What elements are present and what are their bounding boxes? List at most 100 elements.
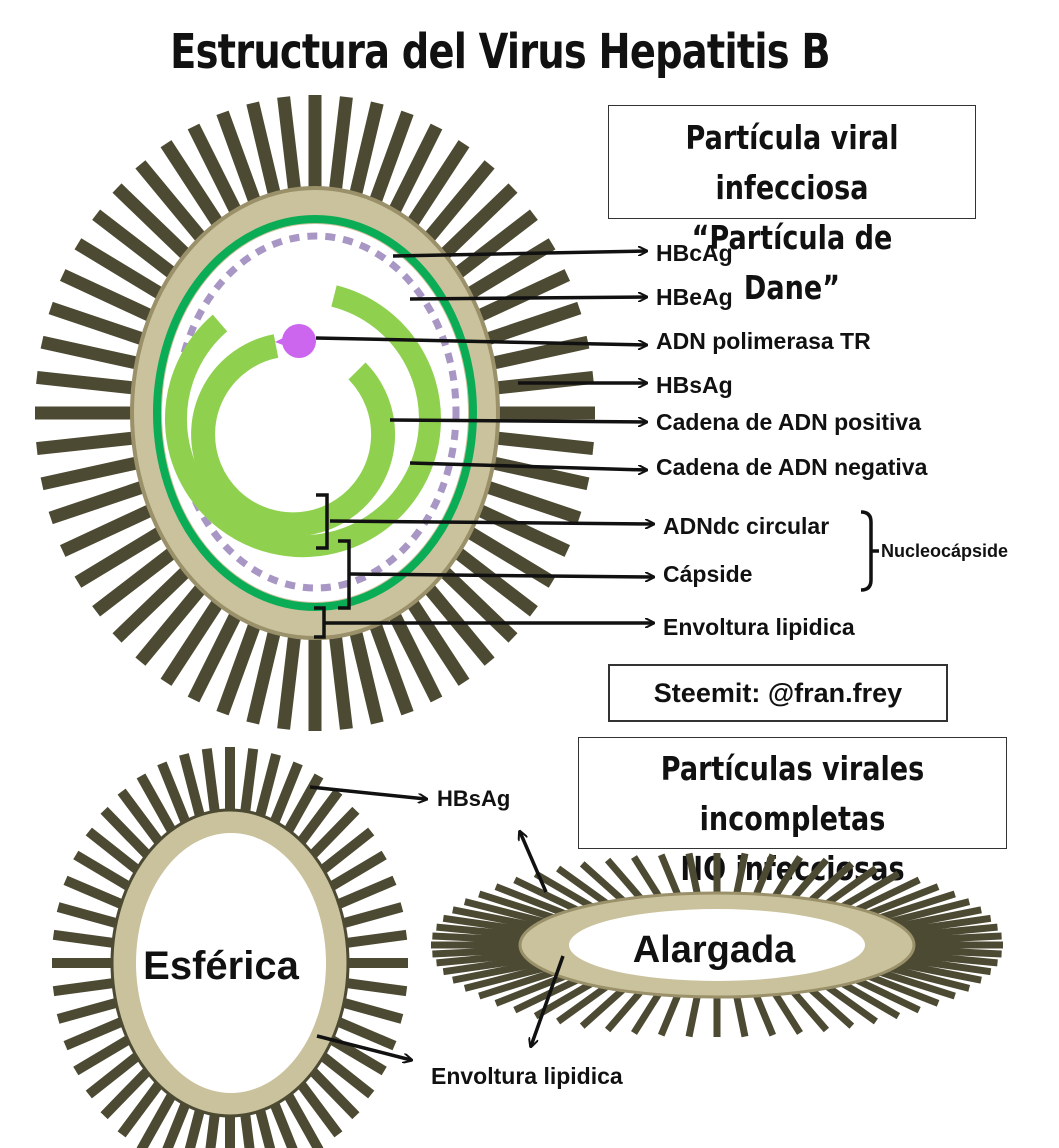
hbsag-spike — [430, 183, 518, 268]
credit-text: Steemit: @fran.frey — [653, 678, 903, 708]
elongated-spikes — [431, 852, 1003, 1038]
hbsag-spike — [463, 898, 551, 927]
hbsag-spike — [891, 906, 982, 931]
hbsag-spike — [604, 985, 647, 1033]
hbsag-spike — [59, 499, 165, 557]
dane-box-line1: Partícula viral infecciosa — [685, 118, 899, 207]
hbsag-spike — [36, 430, 147, 456]
dna-negative-strand — [164, 285, 441, 558]
hbsag-spike — [314, 827, 375, 879]
hbsag-spike — [162, 1096, 193, 1148]
hbsag-spike — [873, 967, 956, 1000]
sphere-interior — [136, 833, 326, 1093]
hbsag-spike — [579, 982, 630, 1029]
incomplete-box-line1: Partículas virales incompletas — [660, 749, 925, 838]
hbsag-spike — [465, 499, 571, 557]
hbsag-spike — [436, 950, 532, 967]
label-cadena-negativa: Cadena de ADN negativa — [656, 454, 928, 480]
hbsag-spike — [135, 574, 215, 666]
elongated-particle: Alargada — [518, 891, 916, 999]
hbsag-spike — [277, 622, 303, 730]
hbsag-spike — [432, 932, 529, 944]
hbsag-spike — [533, 977, 599, 1020]
hbsag-spike — [657, 988, 684, 1037]
hbsag-spike — [253, 1102, 276, 1148]
hbsag-spike — [85, 827, 146, 879]
hbsag-spike — [415, 574, 495, 666]
dane-box-line2: “Partícula de Dane” — [691, 218, 893, 307]
hbsag-spike — [40, 453, 151, 491]
hbsag-spike — [179, 753, 207, 824]
hbsag-spike — [216, 110, 266, 216]
hbsag-spike — [346, 618, 384, 725]
hbsag-spike — [399, 588, 470, 686]
hbsag-spike — [329, 1014, 397, 1051]
label-arrows — [315, 251, 653, 623]
hbsag-spike — [463, 963, 551, 992]
hbsag-spike — [187, 123, 248, 225]
hbsag-spike — [442, 954, 536, 976]
hbsag-spike — [399, 140, 470, 238]
arrow-capside — [349, 574, 653, 577]
hbsag-spike — [334, 995, 404, 1024]
hbsag-spike — [48, 301, 157, 350]
arrow-cadena-negativa — [409, 461, 646, 470]
hbsag-spike — [820, 980, 878, 1025]
hbsag-spike — [304, 806, 360, 864]
hbsag-spike — [849, 876, 921, 916]
hbsag-spike — [443, 540, 538, 617]
label-hbeag: HBeAg — [656, 284, 733, 310]
hbsag-spike — [160, 140, 231, 238]
hbsag-spike — [479, 335, 590, 373]
hbsag-spike — [604, 857, 647, 905]
hbsag-spike — [494, 970, 572, 1007]
label-polimerasa: ADN polimerasa TR — [656, 328, 871, 354]
hbsag-spike — [883, 963, 971, 992]
hbsag-spike — [187, 601, 248, 703]
hbsag-spike — [59, 269, 165, 327]
hbsag-spike — [334, 902, 404, 931]
hbsag-spike — [100, 806, 156, 864]
hbsag-spike — [364, 610, 414, 716]
hbsag-spike — [804, 861, 855, 908]
hbsag-spike — [36, 370, 147, 396]
arrow-bottom-envoltura-down — [531, 955, 565, 1046]
hbsag-spike — [92, 209, 187, 286]
hbsag-spike — [442, 914, 536, 936]
bracket-nucleocapside — [860, 510, 873, 592]
hbsag-spike — [804, 982, 855, 1029]
hbsag-spike — [415, 160, 495, 252]
hbsag-spike — [56, 902, 126, 931]
arrow-bottom-hbsag-up — [520, 832, 548, 893]
hbsag-spike — [905, 932, 1002, 944]
label-capside: Cápside — [663, 561, 752, 587]
hbsag-spike — [513, 876, 585, 916]
hbsag-spike — [267, 761, 303, 830]
hbsag-spike — [732, 852, 749, 900]
dane-particle — [130, 186, 500, 640]
hbsag-spike — [246, 618, 284, 725]
hbsag-spike — [685, 852, 702, 900]
hbsag-spike — [631, 855, 665, 903]
hbsag-spike — [862, 970, 940, 1007]
arrow-bottom-envoltura — [316, 1034, 411, 1060]
dane-particle-box: Partícula viral infecciosa “Partícula de… — [608, 105, 976, 307]
hbeag-dotted-ring — [172, 232, 460, 592]
hbsag-spike — [74, 520, 175, 588]
label-alargada: Alargada — [633, 929, 796, 971]
hbsag-spike — [246, 101, 284, 208]
hbsag-spike — [902, 923, 998, 940]
hbsag-spike — [216, 610, 266, 716]
polymerase-tail — [275, 338, 283, 345]
hbsag-spike — [239, 748, 259, 819]
hbsag-spike — [478, 890, 561, 923]
hbsag-spike — [157, 761, 193, 830]
hbsag-spike — [898, 914, 992, 936]
hbsag-spike — [891, 959, 982, 984]
hbsag-spike — [205, 1107, 221, 1148]
hbsag-spike — [304, 1062, 360, 1120]
dna-positive-strand — [191, 334, 396, 537]
hbsag-spike — [631, 987, 665, 1035]
